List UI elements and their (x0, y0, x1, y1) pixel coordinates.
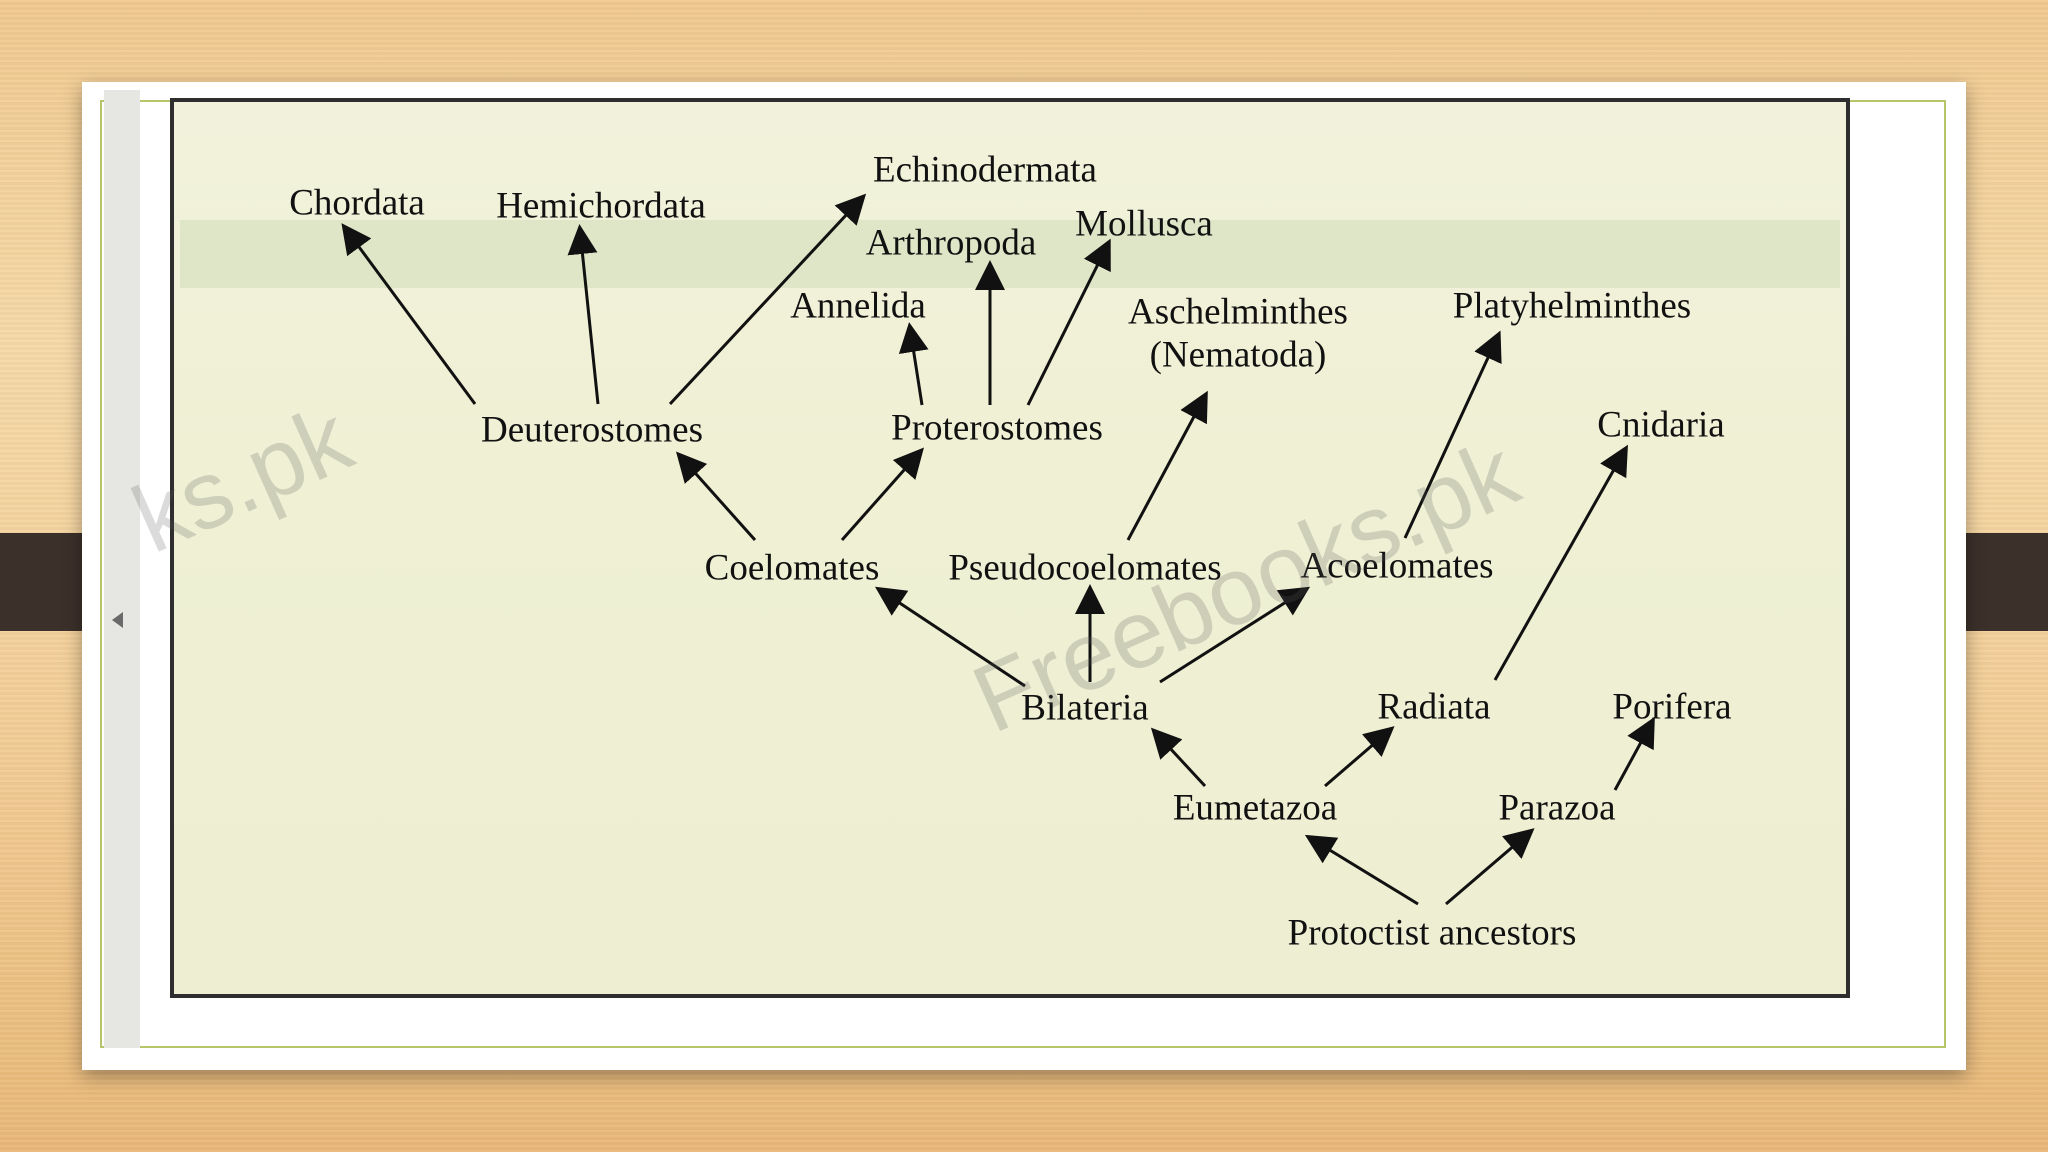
node-hemichordata: Hemichordata (496, 185, 706, 227)
node-echinodermata: Echinodermata (873, 149, 1097, 191)
arrow-deuterostomes-to-hemichordata (567, 224, 600, 405)
node-proterostomes: Proterostomes (891, 407, 1103, 449)
arrow-radiata-to-cnidaria (1493, 444, 1628, 681)
node-coelomates: Coelomates (704, 547, 880, 589)
node-aschelminthes-sublabel: (Nematoda) (1149, 334, 1327, 375)
arrow-protoctist-to-eumetazoa (1304, 834, 1419, 906)
arrow-coelomates-to-deuterostomes (676, 451, 757, 541)
arrow-deuterostomes-to-echinodermata (668, 193, 867, 406)
arrow-deuterostomes-to-chordata (341, 223, 477, 405)
node-protoctist-ancestors: Protoctist ancestors (1287, 912, 1577, 954)
arrow-parazoa-to-porifera (1613, 716, 1655, 791)
node-chordata: Chordata (289, 182, 425, 224)
node-porifera: Porifera (1612, 686, 1732, 728)
node-radiata: Radiata (1377, 686, 1491, 728)
arrow-pseudocoelomates-to-aschelminthes (1126, 390, 1208, 541)
arrow-bilateria-to-coelomates (874, 586, 1026, 688)
node-aschelminthes-label: Aschelminthes (1128, 291, 1348, 333)
node-mollusca: Mollusca (1075, 203, 1213, 245)
arrow-protoctist-to-parazoa (1445, 828, 1535, 906)
arrow-eumetazoa-to-bilateria (1150, 727, 1207, 788)
node-acoelomates: Acoelomates (1300, 545, 1494, 587)
node-eumetazoa: Eumetazoa (1172, 787, 1338, 829)
node-annelida: Annelida (790, 285, 926, 327)
arrow-proterostomes-to-annelida (898, 322, 929, 406)
node-bilateria: Bilateria (1021, 687, 1149, 729)
node-arthropoda: Arthropoda (865, 222, 1037, 264)
arrow-coelomates-to-proterostomes (840, 447, 924, 541)
scan-ghost-band (180, 220, 1840, 288)
arrow-proterostomes-to-mollusca (1026, 238, 1111, 406)
chevron-left-icon[interactable] (112, 612, 123, 628)
node-parazoa: Parazoa (1498, 787, 1616, 829)
arrow-eumetazoa-to-radiata (1324, 726, 1395, 788)
arrow-bilateria-to-acoelomates (1159, 586, 1311, 684)
node-platyhelminthes: Platyhelminthes (1452, 285, 1692, 327)
scan-edge-strip (104, 90, 140, 1048)
node-deuterostomes: Deuterostomes (481, 409, 703, 451)
node-pseudocoelomates: Pseudocoelomates (948, 547, 1222, 589)
node-aschelminthes: Aschelminthes (Nematoda) (1128, 291, 1348, 376)
node-cnidaria: Cnidaria (1597, 404, 1725, 446)
arrow-acoelomates-to-platyhelminthes (1403, 330, 1502, 539)
